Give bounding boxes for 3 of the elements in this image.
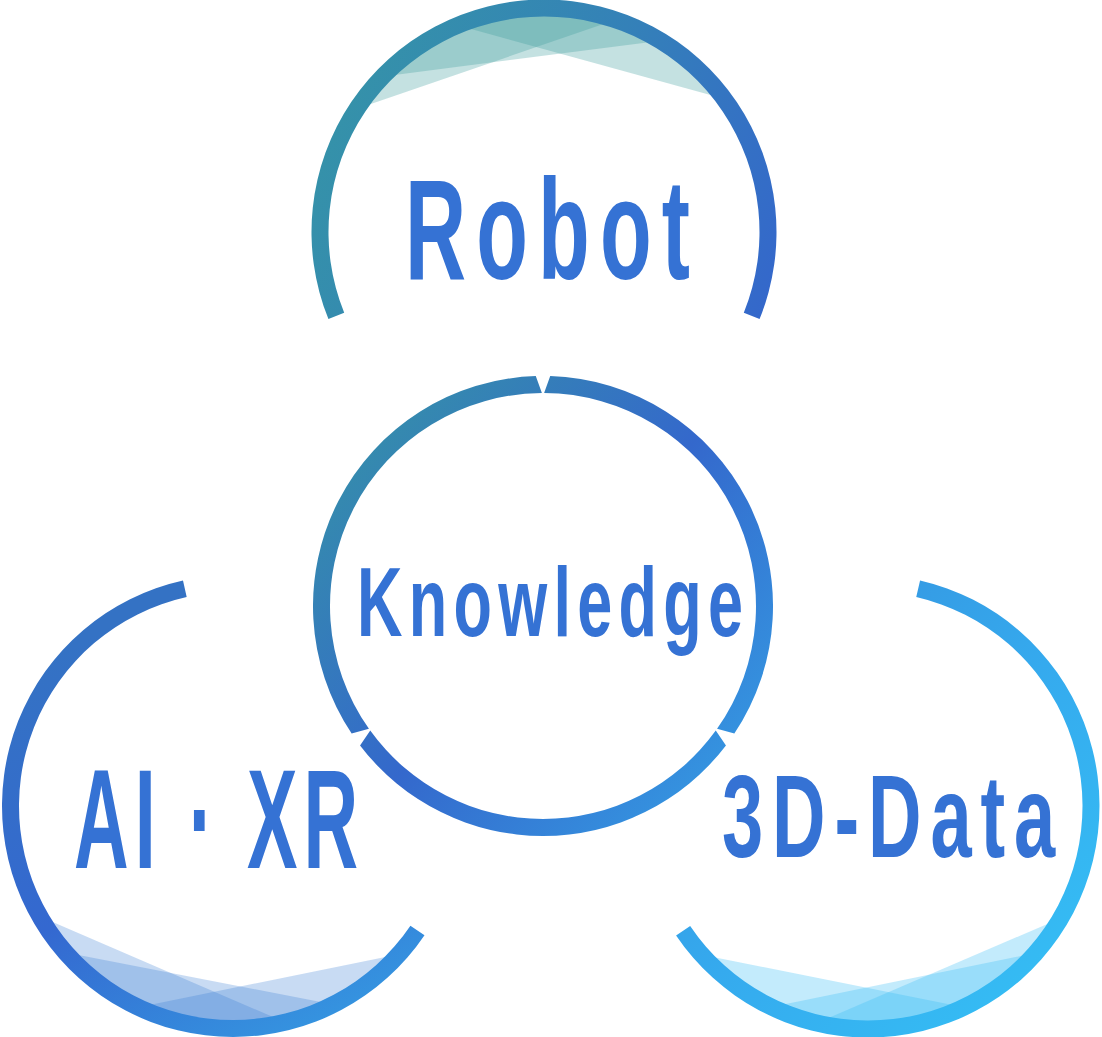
- node-label: 3D-Data: [722, 759, 1065, 876]
- node-label: AI · XR: [74, 748, 365, 890]
- node-label: Robot: [405, 159, 701, 302]
